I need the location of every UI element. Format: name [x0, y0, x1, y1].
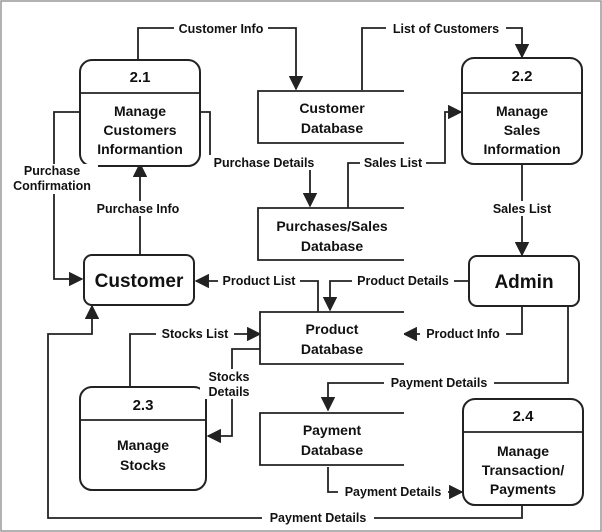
flow-label-purchase-details: Purchase Details [214, 156, 315, 170]
entity-label: Admin [494, 272, 553, 293]
process-name-line: Payments [490, 481, 556, 497]
process-2-1: 2.1 Manage Customers Informantion [79, 59, 201, 167]
store-label-line: Database [301, 341, 363, 357]
process-id: 2.3 [133, 397, 154, 414]
store-label-line: Database [301, 442, 363, 458]
store-product-database: Product Database [259, 311, 404, 365]
flow-label-purchase-info: Purchase Info [97, 202, 180, 216]
store-label-line: Database [301, 238, 363, 254]
process-id: 2.1 [130, 69, 151, 86]
store-payment-database: Payment Database [259, 412, 404, 466]
entity-admin: Admin [468, 255, 580, 307]
process-2-4: 2.4 Manage Transaction/ Payments [462, 398, 584, 506]
process-name-line: Manage [496, 103, 548, 119]
process-name-line: Customers [103, 122, 176, 138]
flow-label-customer-info: Customer Info [179, 22, 264, 36]
process-name-line: Manage [497, 443, 549, 459]
store-label-line: Product [306, 321, 359, 337]
flow-label-product-list: Product List [223, 274, 297, 288]
flow-label-payment-details-mid: Payment Details [345, 485, 442, 499]
store-purchases-sales-database: Purchases/Sales Database [257, 207, 404, 261]
process-2-3: 2.3 Manage Stocks [79, 386, 207, 491]
flow-purchase-confirmation [53, 111, 84, 287]
flow-label-stocks-details-line: Details [209, 385, 250, 399]
flow-label-list-of-customers: List of Customers [393, 22, 499, 36]
flow-label-product-info: Product Info [426, 327, 500, 341]
process-name-line: Stocks [120, 457, 166, 473]
process-name-line: Informantion [97, 141, 183, 157]
flow-label-product-details: Product Details [357, 274, 449, 288]
flow-label-stocks-details-line: Stocks [209, 370, 250, 384]
flow-label-purchase-confirmation-line: Confirmation [13, 179, 91, 193]
store-label-line: Customer [299, 100, 365, 116]
process-id: 2.2 [512, 68, 533, 85]
store-customer-database: Customer Database [257, 90, 404, 144]
flow-label-payment-details-bottom: Payment Details [270, 511, 367, 525]
flow-label-stocks-list: Stocks List [162, 327, 230, 341]
flow-labels: Customer Info List of Customers Purchase… [6, 21, 556, 525]
process-name-line: Transaction/ [482, 462, 565, 478]
flow-label-sales-list-top: Sales List [364, 156, 423, 170]
entity-customer: Customer [83, 254, 195, 306]
store-label-line: Payment [303, 422, 362, 438]
flow-label-payment-details-top: Payment Details [391, 376, 488, 390]
process-name-line: Information [484, 141, 561, 157]
process-name-line: Manage [114, 103, 166, 119]
store-label-line: Purchases/Sales [276, 218, 388, 234]
process-name-line: Sales [504, 122, 541, 138]
flow-sales-list-top [347, 104, 463, 208]
process-2-2: 2.2 Manage Sales Information [461, 57, 583, 165]
process-id: 2.4 [513, 408, 535, 425]
entity-label: Customer [95, 271, 184, 292]
store-label-line: Database [301, 120, 363, 136]
flow-label-purchase-confirmation-line: Purchase [24, 164, 80, 178]
flow-label-sales-list-right: Sales List [493, 202, 552, 216]
process-name-line: Manage [117, 437, 169, 453]
flow-payment-details-bottom [47, 304, 523, 519]
